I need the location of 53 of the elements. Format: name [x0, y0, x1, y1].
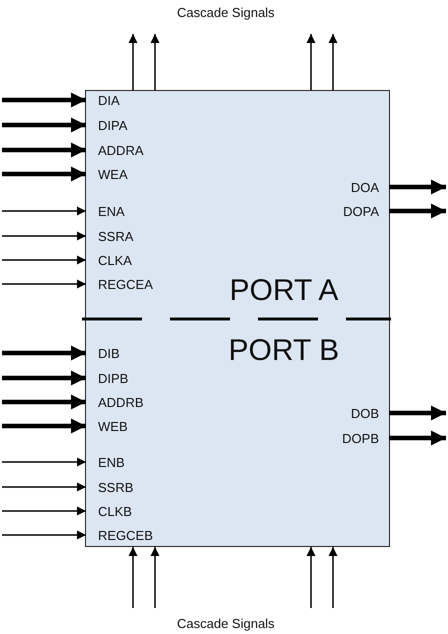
arrow: [389, 180, 446, 194]
port-title: PORT A: [230, 274, 338, 308]
memory-block: [85, 90, 390, 547]
arrow: [150, 34, 160, 90]
signal-label: Cascade Signals: [177, 616, 275, 632]
pin-label: DOB: [350, 406, 389, 422]
arrow: [2, 346, 86, 360]
pin-label: SSRA: [86, 229, 134, 245]
pin-label: DOPB: [342, 431, 389, 447]
pin-label: WEB: [86, 419, 128, 435]
arrow: [2, 280, 86, 288]
pin-label: CLKA: [86, 253, 132, 269]
arrow: [2, 418, 86, 434]
arrow: [2, 166, 86, 182]
pin-label: DIB: [86, 346, 120, 362]
pin-label: CLKB: [86, 504, 132, 520]
pin-label: ENA: [86, 204, 125, 220]
pin-label: SSRB: [86, 480, 134, 496]
arrow: [2, 118, 86, 132]
arrow: [2, 92, 86, 108]
pin-label: ADDRA: [86, 143, 144, 159]
pin-label: REGCEB: [86, 528, 153, 544]
signal-label: Cascade Signals: [177, 5, 275, 21]
arrow: [2, 232, 86, 240]
pin-label: DOPA: [343, 204, 389, 220]
pin-label: ADDRB: [86, 395, 144, 411]
arrow: [2, 394, 86, 410]
pin-label: DOA: [350, 180, 389, 196]
arrow: [128, 547, 138, 608]
arrow: [2, 530, 86, 540]
arrow: [2, 458, 86, 466]
arrow: [2, 142, 86, 158]
arrow: [389, 406, 446, 420]
arrow: [2, 506, 86, 516]
arrow: [2, 482, 86, 492]
pin-label: ENB: [86, 455, 125, 471]
arrow: [128, 34, 138, 90]
pin-label: DIPB: [86, 371, 128, 387]
pin-label: REGCEA: [86, 277, 153, 293]
arrow: [150, 547, 160, 608]
pin-label: WEA: [86, 167, 128, 183]
arrow: [2, 256, 86, 264]
port-title: PORT B: [228, 334, 340, 368]
arrow: [328, 34, 338, 90]
arrow: [389, 430, 446, 446]
arrow: [306, 34, 316, 90]
arrow: [328, 547, 338, 608]
pin-label: DIPA: [86, 118, 128, 134]
pin-label: DIA: [86, 93, 120, 109]
arrow: [2, 206, 86, 216]
arrow: [306, 547, 316, 608]
arrow: [389, 204, 446, 218]
arrow: [2, 370, 86, 386]
